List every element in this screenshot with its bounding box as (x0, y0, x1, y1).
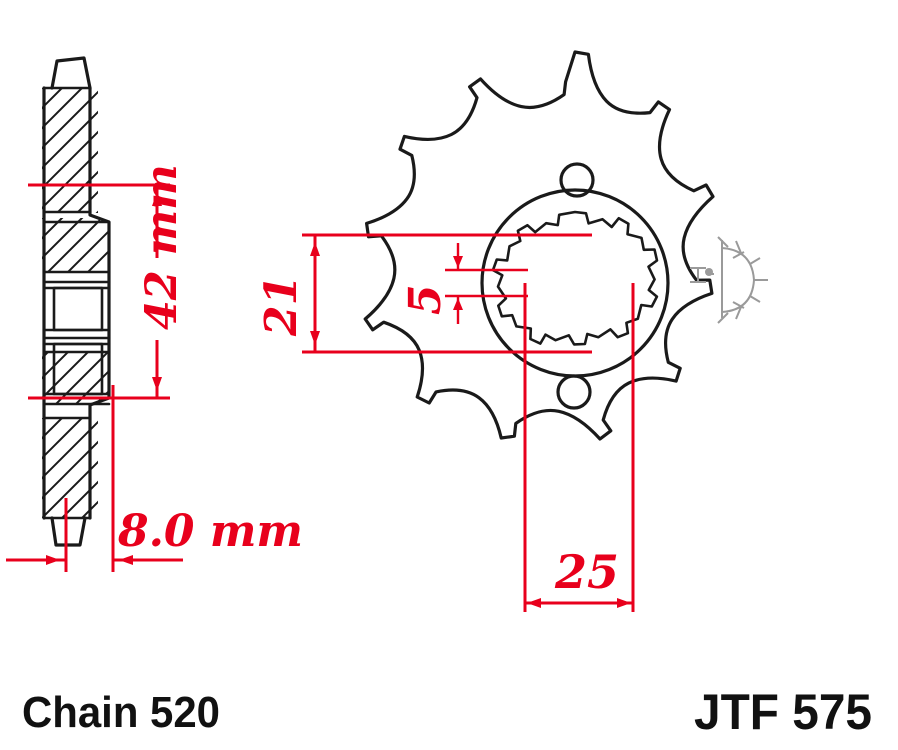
side-view-dimensions: 42 mm 8.0 mm (6, 164, 303, 572)
dim8-arrow-left (46, 555, 60, 565)
dim21-arrow-bottom (310, 331, 320, 345)
dim21-arrow-top (310, 242, 320, 256)
logo-rays (717, 236, 768, 324)
sprocket-tooth-profile (363, 50, 715, 441)
dim25-arrow-left (527, 598, 541, 608)
front-view-dimensions: 21 5 25 (256, 233, 635, 612)
bolt-hole-top (559, 162, 595, 198)
dim8-arrow-right (119, 555, 133, 565)
section-spline-void-2 (52, 342, 104, 396)
footer-row: Chain 520 JTF 575 (22, 684, 872, 740)
side-section-view (42, 56, 111, 547)
section-hatch-lower-mid (42, 352, 108, 404)
dim-42mm-label: 42 mm (137, 164, 187, 330)
dim5-arrow-lower (453, 298, 463, 310)
part-number-label: JTF 575 (694, 684, 872, 740)
bolt-hole-bottom (556, 374, 592, 410)
dim42-arrow-bottom (152, 377, 162, 391)
logo-dot (705, 268, 713, 276)
dim-21-label: 21 (256, 275, 307, 337)
dim42-arrow-top (152, 192, 162, 206)
dim-8mm-label: 8.0 mm (117, 506, 303, 557)
section-hatch-upper-mid (42, 218, 108, 272)
chain-label: Chain 520 (22, 688, 220, 737)
section-right-edge (88, 86, 111, 520)
section-top-tooth (50, 56, 92, 90)
section-bottom-tooth (50, 516, 87, 547)
dim-5-label: 5 (400, 284, 451, 315)
section-spline-void-1 (52, 286, 104, 332)
dim-25-label: 25 (554, 545, 619, 599)
jt-sun-logo-watermark (690, 236, 768, 324)
front-face-view (363, 50, 715, 441)
dim5-arrow-upper (453, 256, 463, 268)
dim25-arrow-right (617, 598, 631, 608)
splined-center-bore (491, 210, 659, 346)
